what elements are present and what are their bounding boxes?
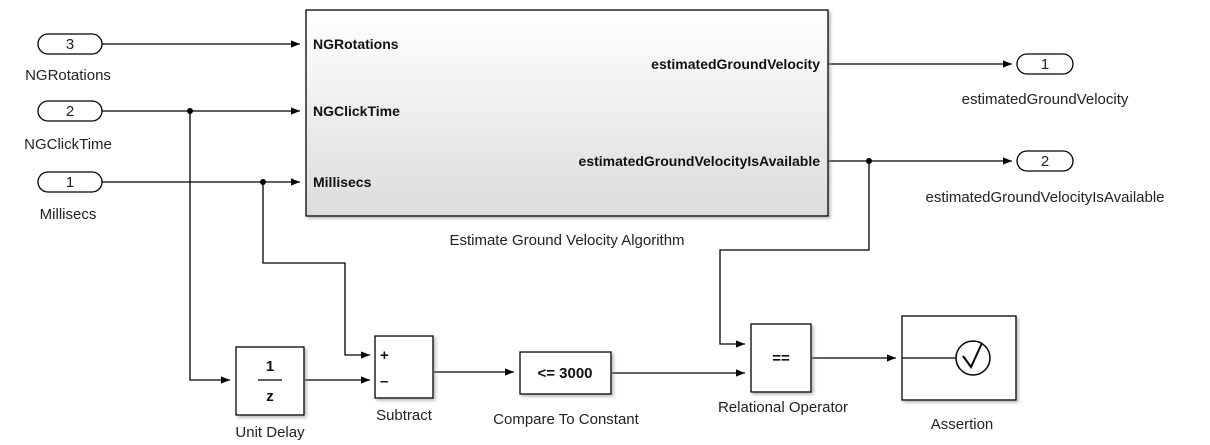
inport-ngrotations[interactable]: 3 NGRotations (25, 33, 111, 84)
assertion-block[interactable]: Assertion (901, 315, 1017, 433)
compare-expression: <= 3000 (537, 365, 592, 382)
outport-estimated-ground-velocity-is-available[interactable]: 2 estimatedGroundVelocityIsAvailable (925, 150, 1165, 206)
inport-number: 1 (66, 174, 74, 191)
inport-label: NGClickTime (24, 136, 112, 153)
subsystem-input-label: Millisecs (313, 174, 372, 190)
inport-number: 3 (66, 36, 74, 53)
unit-delay-label: Unit Delay (235, 424, 305, 441)
inport-label: NGRotations (25, 67, 111, 84)
signal-millisecs-to-subtract[interactable] (262, 182, 370, 359)
subsystem-input-label: NGClickTime (313, 103, 400, 119)
signal-available-to-relational[interactable] (719, 161, 870, 348)
outport-label: estimatedGroundVelocity (962, 91, 1129, 108)
outport-number: 1 (1041, 56, 1049, 73)
subsystem-name: Estimate Ground Velocity Algorithm (449, 232, 684, 249)
unit-delay-denominator: z (266, 388, 274, 405)
compare-to-constant-block[interactable]: <= 3000 Compare To Constant (493, 351, 640, 428)
subsystem-estimate-ground-velocity[interactable]: NGRotations NGClickTime Millisecs estima… (305, 9, 829, 249)
inport-ngclicktime[interactable]: 2 NGClickTime (24, 100, 112, 153)
subsystem-output-label: estimatedGroundVelocity (651, 56, 820, 72)
subtract-label: Subtract (376, 407, 433, 424)
subtract-block[interactable]: + – Subtract (374, 335, 434, 424)
compare-label: Compare To Constant (493, 411, 639, 428)
outport-number: 2 (1041, 153, 1049, 170)
relational-operator-symbol: == (772, 350, 790, 367)
signal-ngclicktime-to-delay[interactable] (189, 111, 230, 384)
inport-number: 2 (66, 103, 74, 120)
inport-millisecs[interactable]: 1 Millisecs (37, 171, 103, 223)
branch-dot (187, 108, 193, 114)
branch-dot (866, 158, 872, 164)
subsystem-output-label: estimatedGroundVelocityIsAvailable (579, 153, 821, 169)
assertion-label: Assertion (931, 416, 994, 433)
subtract-plus-sign: + (380, 347, 389, 364)
outport-estimated-ground-velocity[interactable]: 1 estimatedGroundVelocity (962, 53, 1129, 108)
checkmark-icon (955, 340, 991, 376)
inport-label: Millisecs (40, 206, 97, 223)
outport-label: estimatedGroundVelocityIsAvailable (925, 189, 1164, 206)
branch-dot (260, 179, 266, 185)
relational-operator-label: Relational Operator (718, 399, 848, 416)
unit-delay-numerator: 1 (266, 358, 274, 375)
relational-operator-block[interactable]: == Relational Operator (718, 323, 848, 416)
signal-lines (102, 40, 1012, 384)
subsystem-input-label: NGRotations (313, 36, 399, 52)
branch-points (187, 108, 872, 185)
subtract-minus-sign: – (380, 373, 388, 390)
unit-delay-block[interactable]: 1 z Unit Delay (235, 346, 305, 441)
